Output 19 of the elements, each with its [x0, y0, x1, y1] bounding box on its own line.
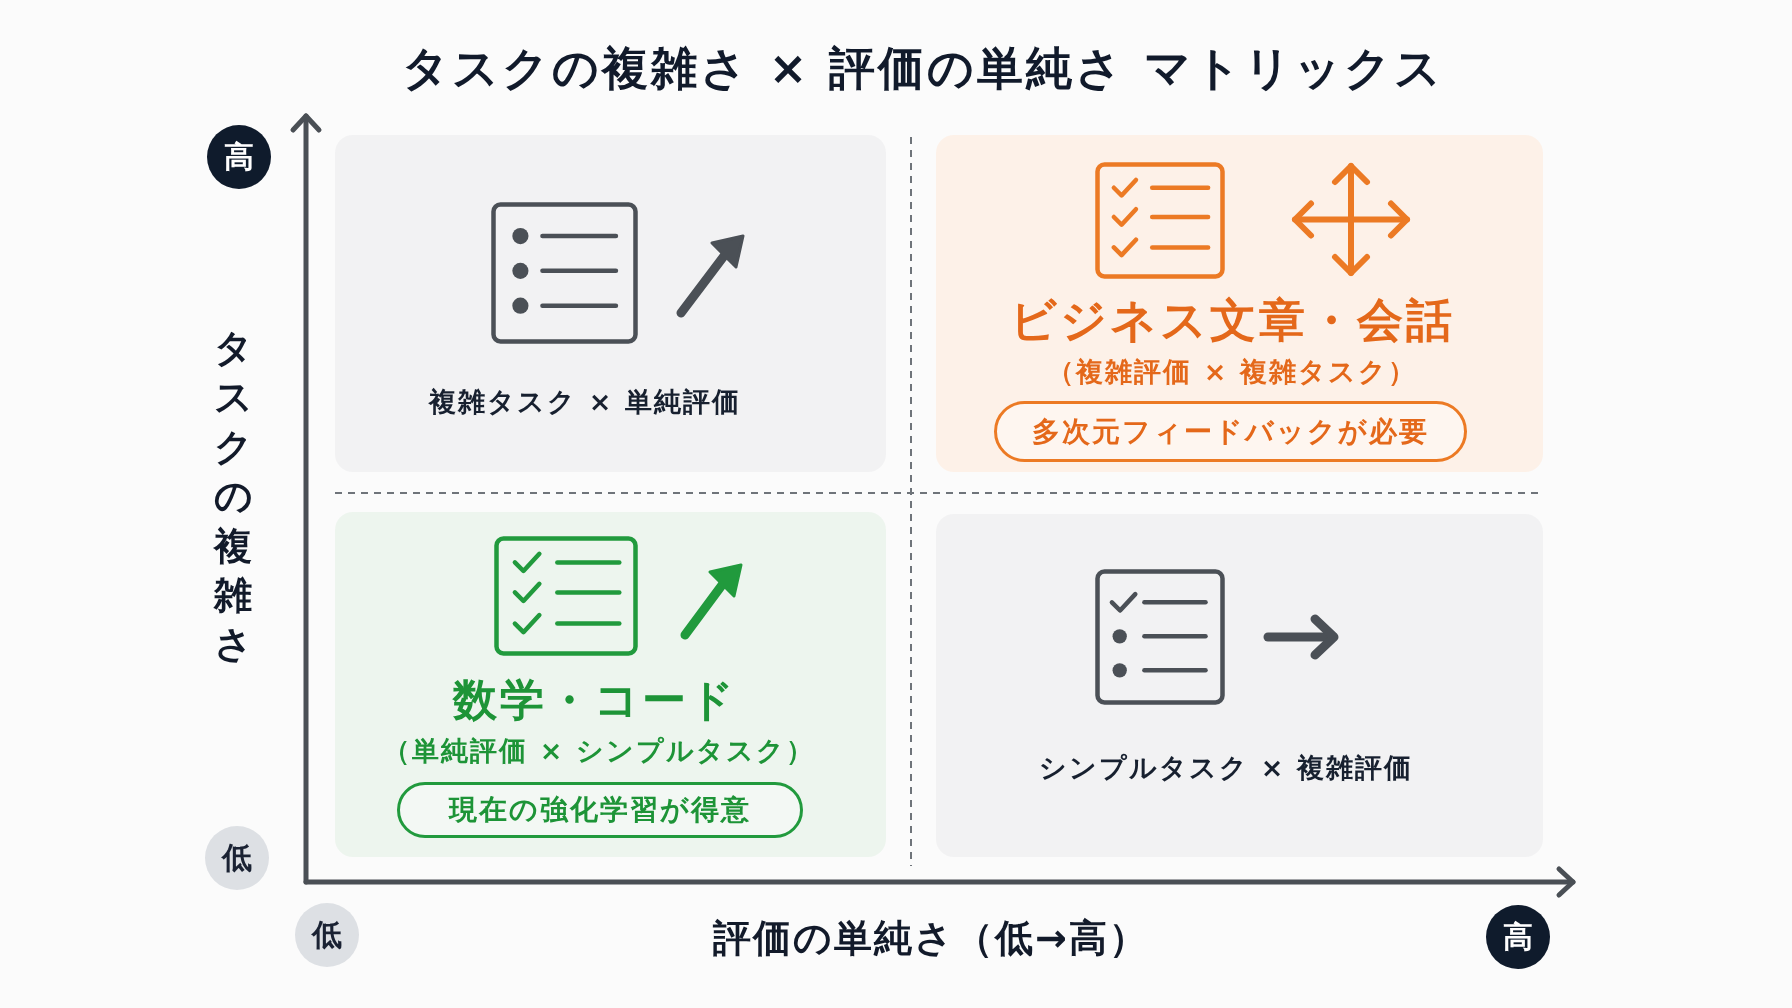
axis-title: タスクの複雑さ [214, 325, 252, 669]
quadrant-heading: 数学・コード [453, 673, 737, 727]
axis-level-badge: 高 [1486, 905, 1550, 969]
axis-level-badge: 低 [295, 903, 359, 967]
quadrant-panel [335, 135, 886, 472]
axis-level-badge: 高 [207, 125, 271, 189]
axis-title: 評価の単純さ（低→高） [713, 916, 1149, 962]
diagram-title: タスクの複雑さ × 評価の単純さ マトリックス [401, 41, 1445, 97]
quadrant-label: 複雑タスク × 単純評価 [429, 385, 741, 419]
axis-level-badge: 低 [205, 826, 269, 890]
quadrant-heading: ビジネス文章・会話 [1009, 293, 1455, 349]
quadrant-subheading: （単純評価 × シンプルタスク） [383, 734, 815, 768]
quadrant-panel [936, 135, 1543, 472]
highlight-tag: 現在の強化学習が得意 [397, 782, 803, 838]
quadrant-panel [936, 514, 1543, 857]
quadrant-subheading: （複雑評価 × 複雑タスク） [1047, 355, 1417, 389]
highlight-tag: 多次元フィードバックが必要 [994, 401, 1467, 462]
quadrant-label: シンプルタスク × 複雑評価 [1039, 751, 1413, 785]
quadrant-panel [335, 512, 886, 857]
